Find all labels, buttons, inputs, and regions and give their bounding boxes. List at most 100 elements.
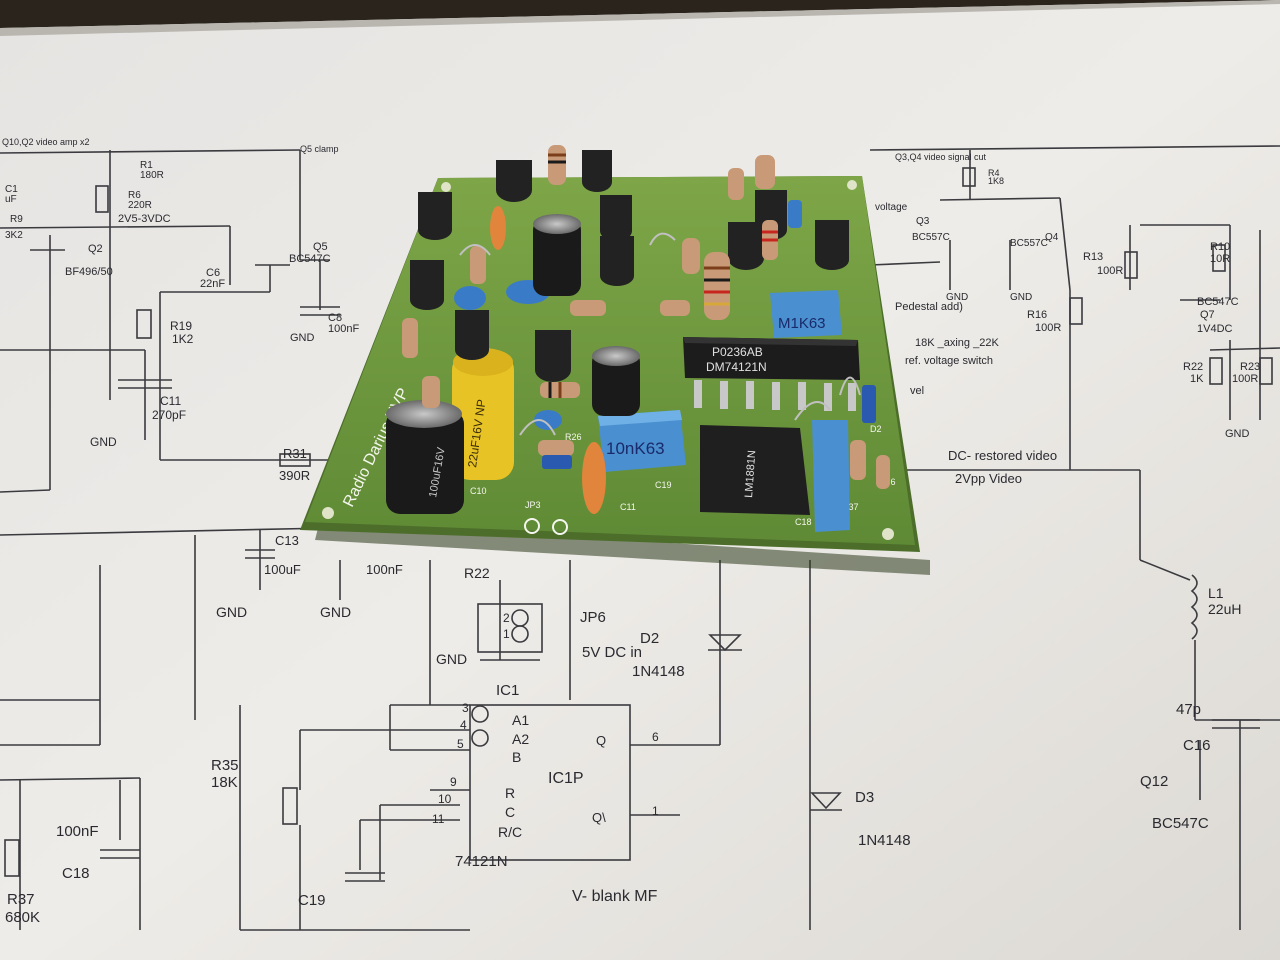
label-c18-val: 100nF xyxy=(56,823,99,840)
r22b-symbol xyxy=(1209,357,1223,385)
pcb-hole-tl xyxy=(441,182,451,192)
label-pin11: 11 xyxy=(432,812,445,826)
label-r23: R23 xyxy=(1240,361,1260,373)
r37-symbol xyxy=(4,839,20,877)
label-q7: Q7 xyxy=(1200,309,1215,321)
label-r22: R22 xyxy=(464,565,490,581)
label-c8-val: 100nF xyxy=(328,323,359,335)
label-q5-clamp: Q5 clamp xyxy=(300,144,339,154)
r13-symbol xyxy=(1124,251,1138,279)
schematic-labels: Q10,Q2 video amp x2 Q5 clamp Q3,Q4 video… xyxy=(2,137,1260,926)
ic-main-part: DM74121N xyxy=(706,360,767,374)
pcb-hole-tr xyxy=(847,180,857,190)
label-gnd-100nf: GND xyxy=(320,604,351,620)
label-r22b: R22 xyxy=(1183,361,1203,373)
label-r6-val: 220R xyxy=(128,200,152,211)
label-level: vel xyxy=(910,385,924,397)
label-d2-part: 1N4148 xyxy=(632,663,685,680)
label-c11: C11 xyxy=(160,394,181,408)
label-r13-val: 100R xyxy=(1097,265,1123,277)
label-d3-part: 1N4148 xyxy=(858,832,911,849)
ref-c18: C18 xyxy=(795,517,812,527)
pcb-hole-br xyxy=(882,528,894,540)
label-gnd-q3: GND xyxy=(946,292,968,303)
d2-symbol xyxy=(708,634,742,652)
label-r10: R10 xyxy=(1210,241,1230,253)
label-r10-val: 10R xyxy=(1210,253,1230,265)
ic-lm1881: LM1881N xyxy=(700,425,810,515)
label-r22b-val: 1K xyxy=(1190,373,1204,385)
label-pin-c: C xyxy=(505,804,515,820)
cap-blue-1-label: 10nK63 xyxy=(606,439,665,458)
label-pin9: 9 xyxy=(450,775,457,789)
label-c16-val: 47p xyxy=(1176,701,1201,718)
cap-yellow-np: 22uF16V NP xyxy=(452,348,514,480)
label-jp6: JP6 xyxy=(580,609,606,626)
label-gnd-c13: GND xyxy=(216,604,247,620)
label-pin-a2: A2 xyxy=(512,731,529,747)
label-pin6: 6 xyxy=(652,730,659,744)
cap-blue-10nk63: 10nK63 xyxy=(598,410,686,472)
label-r16-val: 100R xyxy=(1035,322,1061,334)
label-vpp: 2Vpp Video xyxy=(955,471,1022,486)
label-pin4: 4 xyxy=(460,718,467,732)
label-q4-part: BC557C xyxy=(1010,238,1048,249)
diode-1 xyxy=(862,385,876,423)
label-r19: R19 xyxy=(170,319,192,333)
r4-symbol xyxy=(962,167,976,187)
r6-symbol xyxy=(95,185,109,213)
label-r16: R16 xyxy=(1027,309,1047,321)
r19-symbol xyxy=(136,309,152,339)
label-gnd-q4: GND xyxy=(1010,292,1032,303)
ref-c10: C10 xyxy=(470,486,487,496)
label-vblank: V- blank MF xyxy=(572,888,658,905)
label-pin10: 10 xyxy=(438,792,452,806)
label-q2-part: BF496/50 xyxy=(65,266,113,278)
label-pedestal: Pedestal add) xyxy=(895,301,963,313)
schematic-wires xyxy=(0,145,1280,931)
r16-symbol xyxy=(1069,297,1083,325)
label-pin1: 1 xyxy=(652,804,659,818)
label-c6-val: 22nF xyxy=(200,278,225,290)
label-c-100nf: 100nF xyxy=(366,562,403,577)
label-q10-q2: Q10,Q2 video amp x2 xyxy=(2,137,90,147)
cap-black-small xyxy=(592,346,640,416)
label-q3: Q3 xyxy=(916,216,930,227)
pcb-hole-bl xyxy=(322,507,334,519)
cap-ceramic-2 xyxy=(582,442,606,514)
label-r13: R13 xyxy=(1083,251,1103,263)
label-ic1: IC1 xyxy=(496,682,519,699)
label-q12-part: BC547C xyxy=(1152,815,1209,832)
label-dc-restored: DC- restored video xyxy=(948,448,1057,463)
label-gnd-jp6: GND xyxy=(436,651,467,667)
ic-dm74121: P0236AB DM74121N xyxy=(683,337,860,411)
ref-jp3: JP3 xyxy=(525,500,541,510)
label-c8: C8 xyxy=(328,312,342,324)
ic1-symbol xyxy=(469,704,631,861)
ref-c19: C19 xyxy=(655,480,672,490)
label-pin-a1: A1 xyxy=(512,712,529,728)
label-dc-in: 5V DC in xyxy=(582,644,642,661)
label-c6: C6 xyxy=(206,267,220,279)
label-c13: C13 xyxy=(275,533,299,548)
label-ic1p: IC1P xyxy=(548,770,584,787)
r10-symbol xyxy=(1212,244,1226,272)
diode-2 xyxy=(542,455,572,469)
label-r9: R9 xyxy=(10,214,23,225)
label-jp6-pin2: 2 xyxy=(503,611,510,625)
label-r19-val: 1K2 xyxy=(172,332,194,346)
ic-small-part: LM1881N xyxy=(743,450,758,498)
jp3-pads xyxy=(524,518,568,535)
label-r4: R4 xyxy=(988,168,1000,178)
label-c11-val: 270pF xyxy=(152,408,186,422)
label-r37-val: 680K xyxy=(5,909,40,926)
label-pin-rc: R/C xyxy=(498,824,522,840)
label-c16: C16 xyxy=(1183,737,1211,754)
label-c18: C18 xyxy=(62,865,90,882)
schematic-symbols xyxy=(4,167,1273,882)
label-pin-b: B xyxy=(512,749,521,765)
jp6-symbol xyxy=(477,603,543,653)
label-q4: Q4 xyxy=(1045,232,1059,243)
